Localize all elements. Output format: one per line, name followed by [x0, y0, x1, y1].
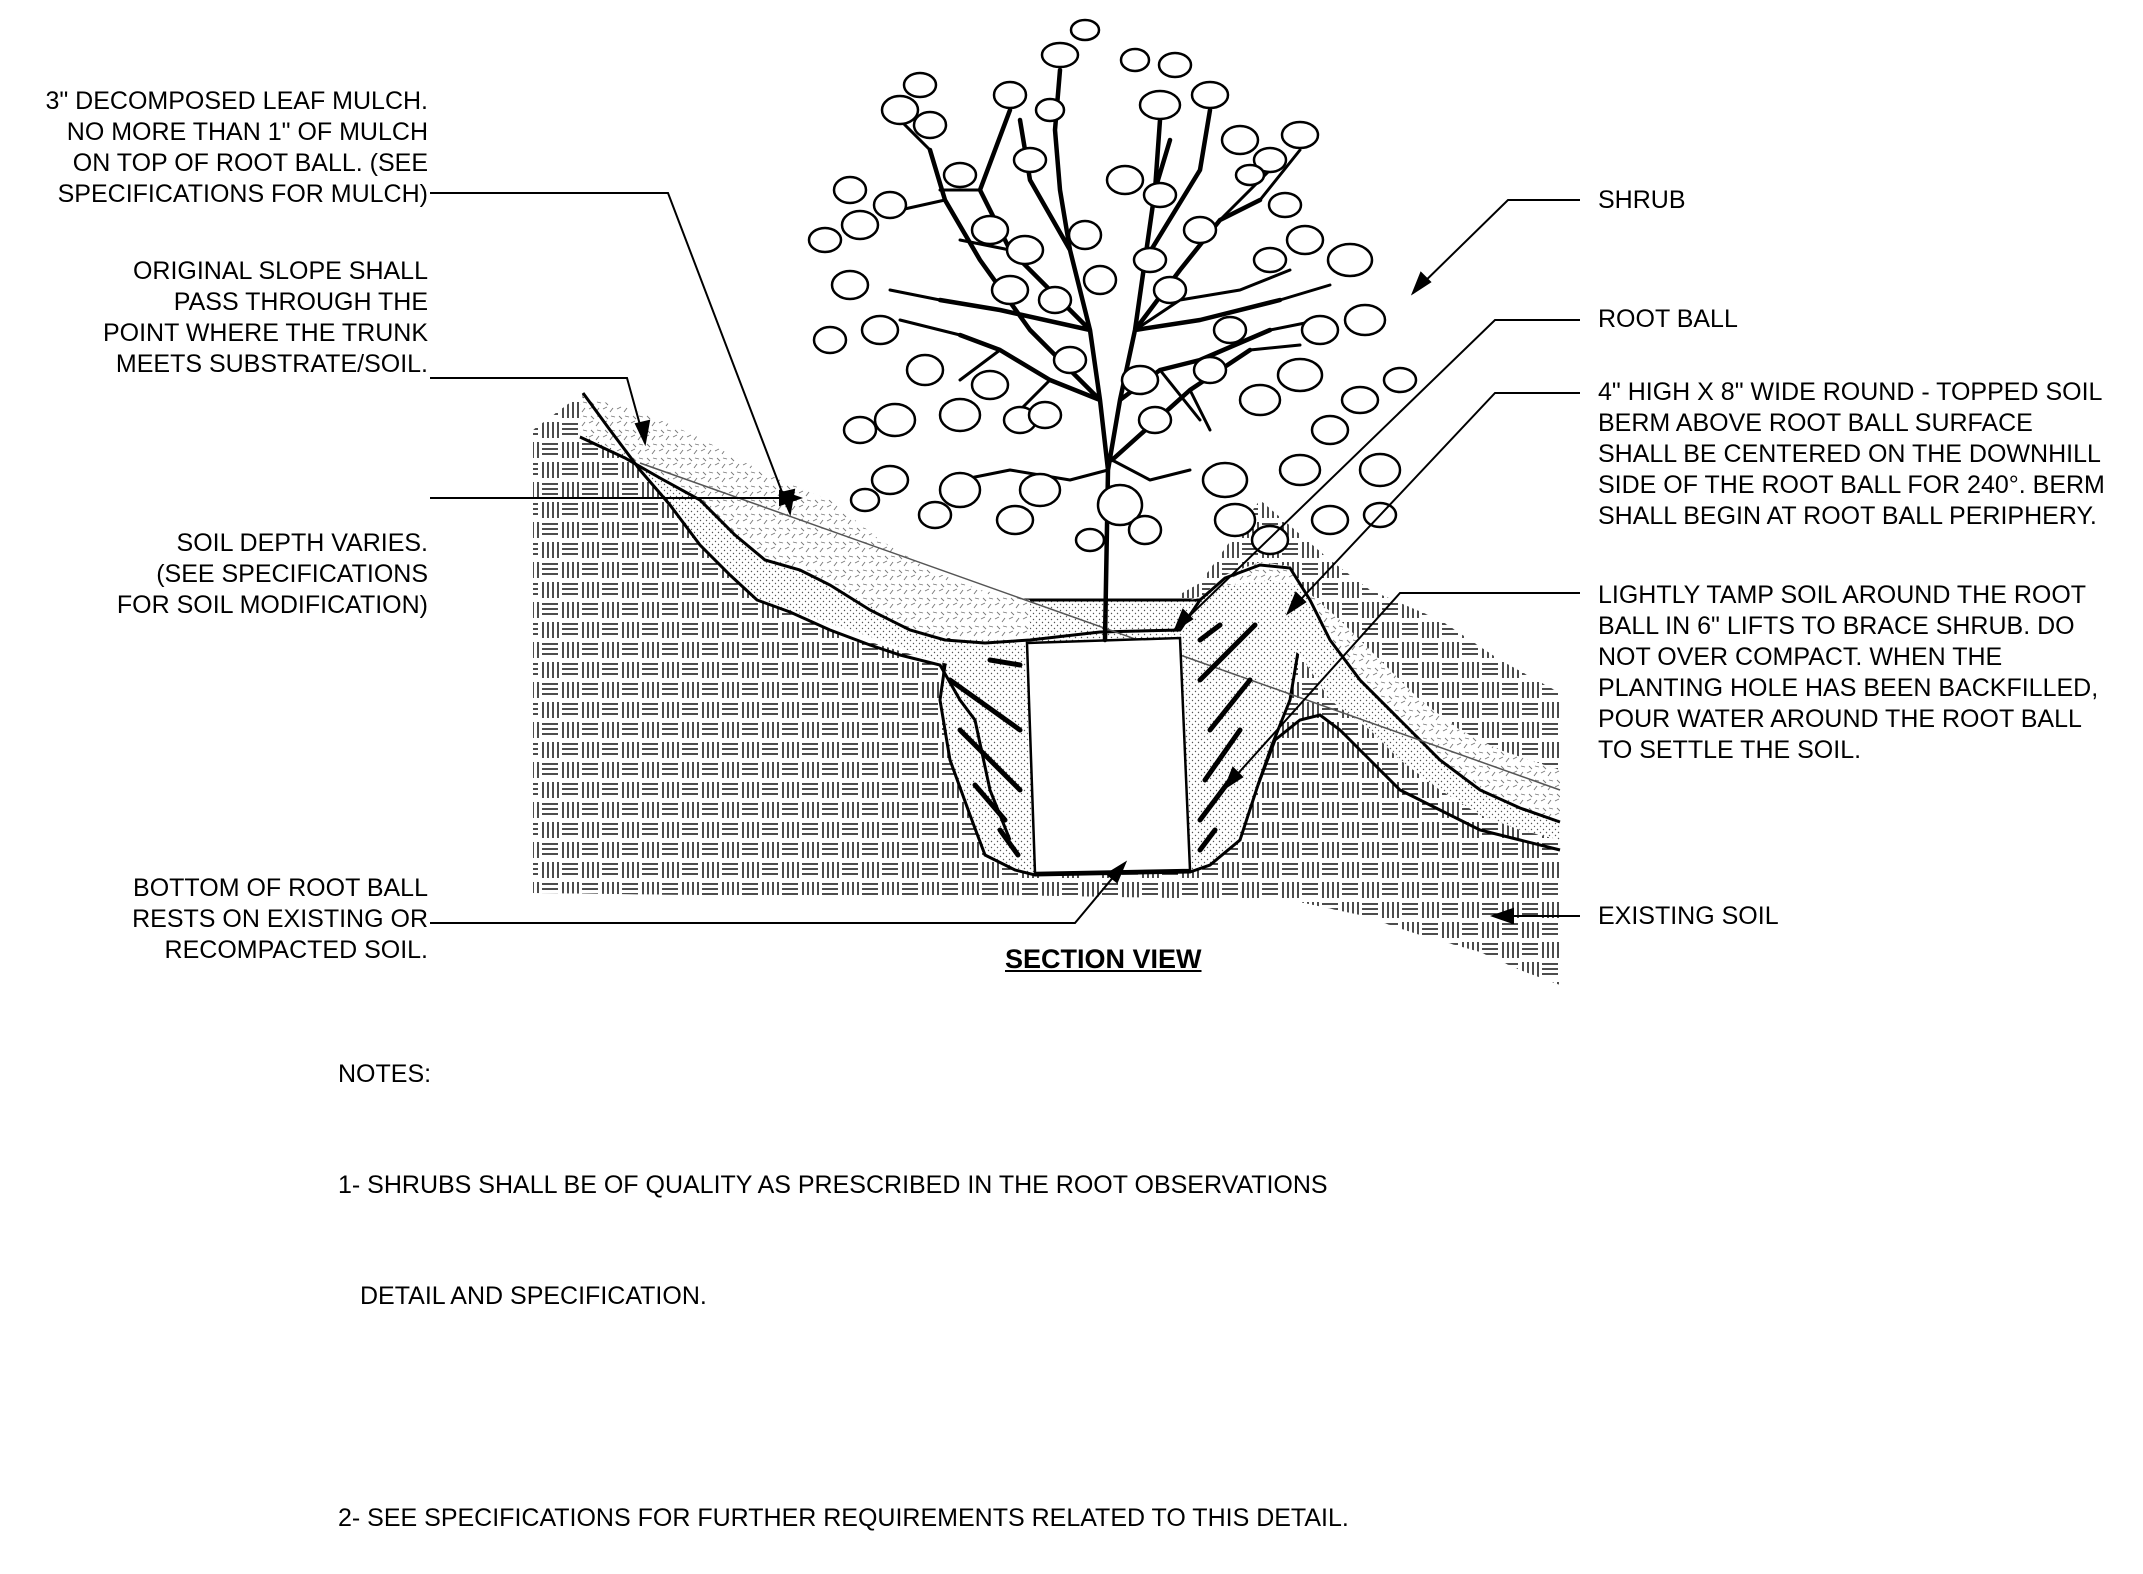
leaf-clusters — [807, 18, 1418, 556]
note-1-line-1: 1- SHRUBS SHALL BE OF QUALITY AS PRESCRI… — [338, 1171, 1328, 1199]
existing-soil-hatch — [533, 393, 1560, 985]
section-drawing — [430, 18, 1580, 985]
root-ball-label: ROOT BALL — [1598, 305, 1738, 333]
finished-grade-line — [579, 435, 1561, 824]
backfill-strokes — [947, 622, 1258, 858]
root-ball — [1025, 636, 1192, 875]
berm-soil — [1175, 565, 1560, 840]
note-1-line-2: DETAIL AND SPECIFICATION. — [360, 1282, 707, 1310]
section-view-title: SECTION VIEW — [1005, 944, 1202, 974]
existing-soil-label: EXISTING SOIL — [1598, 902, 1779, 930]
leader-lines — [430, 192, 1580, 925]
original-slope-line — [639, 462, 1561, 791]
original-slope-label: ORIGINAL SLOPE SHALL PASS THROUGH THE PO… — [102, 257, 428, 378]
note-2: 2- SEE SPECIFICATIONS FOR FURTHER REQUIR… — [338, 1504, 1349, 1532]
berm-label: 4" HIGH X 8" WIDE ROUND - TOPPED SOIL BE… — [1598, 378, 2105, 530]
mulch-layer-right — [1190, 562, 1560, 820]
tamp-soil-label: LIGHTLY TAMP SOIL AROUND THE ROOT BALL I… — [1598, 581, 2099, 764]
soil-depth-label: SOIL DEPTH VARIES. (SEE SPECIFICATIONS F… — [116, 529, 428, 619]
notes-block: NOTES: 1- SHRUBS SHALL BE OF QUALITY AS … — [338, 982, 1349, 1574]
notes-heading: NOTES: — [338, 1060, 432, 1088]
shrub-label: SHRUB — [1598, 186, 1686, 214]
subgrade-line — [581, 392, 1561, 852]
shrub-illustration — [807, 18, 1418, 643]
mulch-label: 3" DECOMPOSED LEAF MULCH. NO MORE THAN 1… — [45, 87, 428, 208]
soil-layer-upper — [580, 393, 1030, 675]
root-ball-bottom-label: BOTTOM OF ROOT BALL RESTS ON EXISTING OR… — [132, 874, 428, 964]
